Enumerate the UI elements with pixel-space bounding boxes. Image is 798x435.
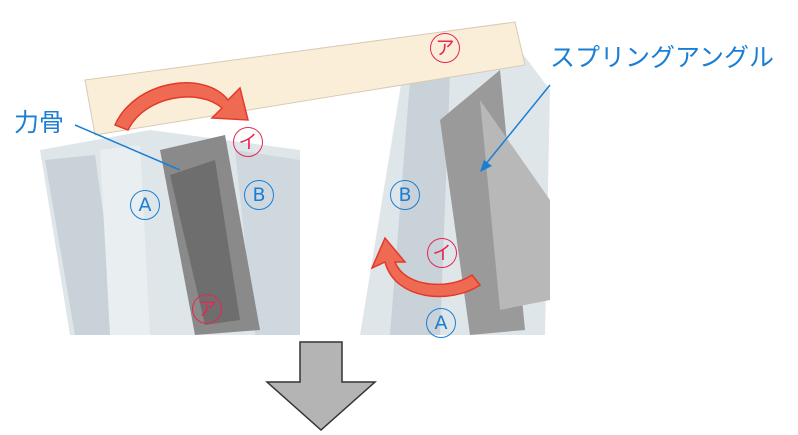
- rotate-arrow-bottom: [370, 236, 482, 298]
- right-frame: [360, 50, 550, 335]
- panel: [84, 21, 526, 136]
- marker-i: イ: [233, 127, 263, 157]
- marker-B: B: [244, 180, 274, 210]
- spring-angle-label: スプリングアングル: [550, 43, 775, 72]
- marker-a: ア: [430, 33, 460, 63]
- left-frame: [40, 130, 300, 335]
- rikkotsu-label: 力骨: [14, 108, 65, 137]
- spring-angle-leader: [484, 84, 551, 166]
- down-arrow: [265, 341, 377, 432]
- marker-i: イ: [427, 238, 457, 268]
- rotate-arrow-top: [113, 82, 249, 131]
- marker-A: A: [130, 190, 160, 220]
- marker-B: B: [390, 180, 420, 210]
- marker-A: A: [426, 308, 456, 338]
- marker-a: ア: [192, 294, 222, 324]
- rikkotsu-leader: [74, 124, 181, 171]
